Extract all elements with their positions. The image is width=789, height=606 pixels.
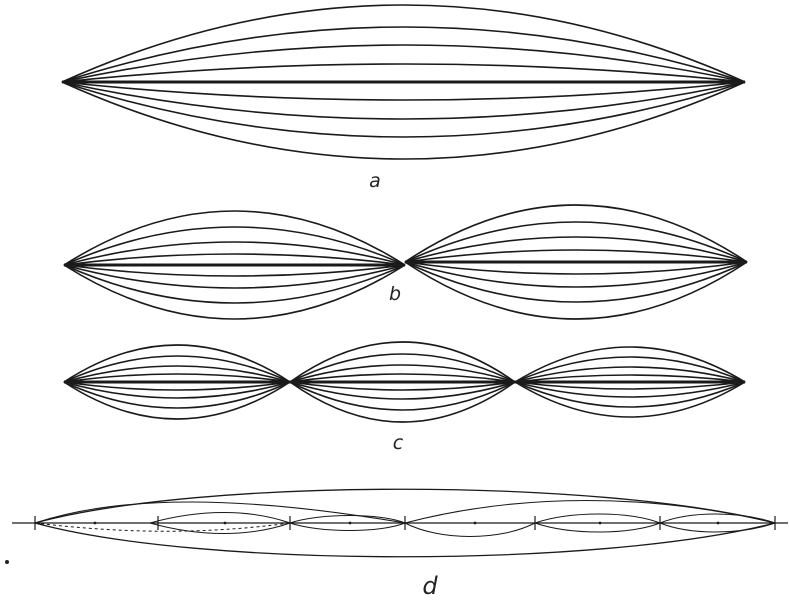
panel-a-label: a [369,170,381,192]
panel-b-loop-2-upper-curve-2 [404,221,748,263]
panel-c-loop-3-lower-curve-4 [514,381,746,390]
panel-d-antinode-dot-4 [473,521,477,525]
panel-b-loop-1-lower-curve-2 [63,264,406,304]
panel-c-label: c [392,432,404,454]
panel-d-small-loop-4 [534,513,661,524]
panel-d-antinode-dot-5 [598,521,602,525]
panel-c-loop-3-lower-curve-3 [514,381,746,398]
panel-a-upper-curve-1 [61,4,746,83]
panel-b-loop-1-upper-curve-3 [63,241,406,266]
panel-d-antinode-dot-2 [223,521,227,525]
panel-b-loop-1-upper-curve-2 [63,226,406,266]
panel-b-loop-2-upper-curve-3 [404,236,748,263]
panel-c-third-mode [63,341,746,423]
panel-c-loop-1-lower-curve-1 [63,381,291,420]
panel-b-loop-1-lower-curve-3 [63,264,406,289]
panel-c-loop-1-lower-curve-3 [63,381,291,399]
panel-c-loop-1-lower-curve-2 [63,381,291,409]
panel-b-loop-2-lower-curve-3 [404,261,748,288]
panel-c-loop-1-upper-curve-4 [63,373,291,383]
panel-c-loop-1-upper-curve-1 [63,344,291,383]
panel-b-loop-2-upper-curve-4 [404,249,748,263]
panel-c-loop-3-upper-curve-2 [514,356,746,383]
panel-d-small-loop-5b [659,522,776,533]
panel-c-loop-3-upper-curve-3 [514,366,746,383]
panel-b-loop-2-lower-curve-4 [404,261,748,275]
panel-c-loop-3-upper-curve-4 [514,374,746,383]
panel-c-loop-2-lower-curve-3 [289,381,516,400]
panel-c-loop-1-upper-curve-2 [63,355,291,383]
panel-b-loop-1-upper-curve-1 [63,210,406,266]
panel-d-small-loop-2b [289,522,406,531]
panel-b-second-mode [63,204,748,320]
panel-b-loop-1-upper-curve-4 [63,253,406,266]
panel-c-loop-2-lower-curve-1 [289,381,516,423]
panel-c-loop-2-upper-curve-4 [289,373,516,383]
panel-a-upper-curve-4 [61,63,746,83]
panel-a-upper-curve-2 [61,26,746,83]
panel-b-loop-2-upper-curve-1 [404,204,748,263]
panel-c-loop-3-lower-curve-2 [514,381,746,408]
panel-c-loop-1-lower-curve-4 [63,381,291,391]
panel-c-loop-2-lower-curve-4 [289,381,516,391]
panel-b-loop-1-lower-curve-4 [63,264,406,277]
panel-d-superposition [12,488,788,558]
panel-a-fundamental-mode [61,4,746,160]
panel-d-small-loop-4b [534,522,661,533]
panel-c-loop-1-upper-curve-3 [63,365,291,383]
panel-d-antinode-dot-3 [348,521,352,525]
panel-d-envelope-lower [34,522,776,558]
panel-c-loop-2-upper-curve-2 [289,353,516,383]
panel-d-small-loop-3 [404,522,536,537]
panel-d-antinode-dot-1 [93,521,97,525]
panel-d-small-loop-1b [149,522,291,534]
panel-c-loop-2-upper-curve-3 [289,364,516,383]
panel-c-loop-3-lower-curve-1 [514,381,746,418]
panel-d-small-loop-2 [289,515,406,524]
panel-d-antinode-dot-6 [716,521,720,525]
panel-b-label: b [388,283,402,305]
panel-c-loop-2-upper-curve-1 [289,341,516,383]
panel-d-half-upper-1 [34,501,406,524]
panel-a-lower-curve-4 [61,81,746,101]
panel-a-lower-curve-3 [61,81,746,120]
panel-a-lower-curve-2 [61,81,746,138]
panel-d-label: d [422,572,438,600]
panel-d-half-upper-2 [404,499,776,524]
stray-dot [5,560,9,564]
panel-a-upper-curve-3 [61,44,746,83]
panel-c-loop-2-lower-curve-2 [289,381,516,411]
panel-c-loop-3-upper-curve-1 [514,346,746,383]
panel-a-lower-curve-1 [61,81,746,160]
panel-d-small-loop-5 [659,513,776,524]
panel-b-loop-2-lower-curve-2 [404,261,748,303]
panel-b-loop-2-lower-curve-1 [404,261,748,320]
panel-d-small-loop-1 [149,512,291,524]
panel-d-third-1 [34,522,291,532]
panel-b-loop-1-lower-curve-1 [63,264,406,320]
